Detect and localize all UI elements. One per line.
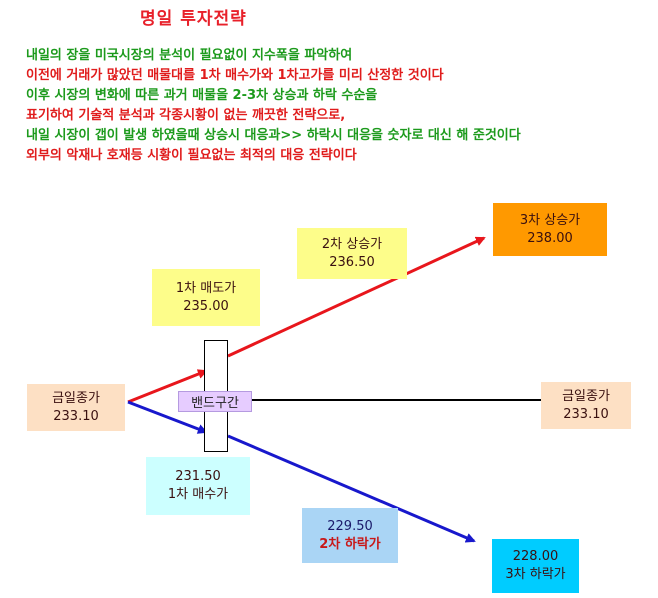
buy1-box: 231.50 1차 매수가 [146, 457, 250, 515]
paragraph-line-3: 이후 시장의 변화에 따른 과거 매물을 2-3차 상승과 하락 수순을 [26, 88, 378, 103]
up2-label: 2차 상승가 [321, 236, 383, 252]
up-arrow-long [227, 236, 486, 358]
up3-value: 238.00 [527, 230, 573, 246]
down2-label: 2차 하락가 [319, 536, 381, 552]
buy1-label: 1차 매수가 [167, 487, 229, 502]
up-arrow-short [127, 369, 208, 404]
sell1-label: 1차 매도가 [175, 280, 237, 296]
paragraph-line-6: 외부의 악재나 호재등 시황이 필요없는 최적의 대응 전략이다 [26, 148, 357, 163]
band-label: 밴드구간 [178, 391, 252, 412]
buy1-value: 231.50 [175, 469, 221, 484]
today-close-right-value: 233.10 [563, 406, 609, 422]
paragraph-line-5: 내일 시장이 갭이 발생 하였을때 상승시 대응과>> 하락시 대응을 숫자로 … [26, 128, 521, 143]
today-close-right-box: 금일종가 233.10 [541, 382, 631, 429]
today-close-left-value: 233.10 [53, 408, 99, 424]
sell1-box: 1차 매도가 235.00 [152, 269, 260, 326]
down3-value: 228.00 [512, 549, 559, 564]
up3-label: 3차 상승가 [519, 212, 581, 228]
up2-box: 2차 상승가 236.50 [297, 228, 407, 279]
down2-box: 229.50 2차 하락가 [302, 508, 398, 563]
today-close-left-label: 금일종가 [52, 390, 100, 406]
down-arrow-long [227, 434, 476, 543]
sell1-value: 235.00 [183, 298, 229, 314]
page-title: 명일 투자전략 [140, 9, 247, 29]
today-close-right-label: 금일종가 [562, 388, 610, 404]
down-arrow-short [127, 400, 208, 434]
paragraph-line-1: 내일의 장을 미국시장의 분석이 필요없이 지수폭을 파악하여 [26, 48, 353, 63]
down2-value: 229.50 [327, 518, 373, 534]
paragraph-line-2: 이전에 거래가 많았던 매물대를 1차 매수가와 1차고가를 미리 산정한 것이… [26, 68, 444, 83]
today-close-left-box: 금일종가 233.10 [27, 384, 125, 431]
down3-label: 3차 하락가 [505, 567, 566, 582]
up3-box: 3차 상승가 238.00 [493, 203, 607, 256]
down3-box: 228.00 3차 하락가 [492, 539, 579, 593]
up2-value: 236.50 [329, 254, 375, 270]
paragraph-line-4: 표기하여 기술적 분석과 각종시황이 없는 깨끗한 전략으로, [26, 108, 346, 123]
